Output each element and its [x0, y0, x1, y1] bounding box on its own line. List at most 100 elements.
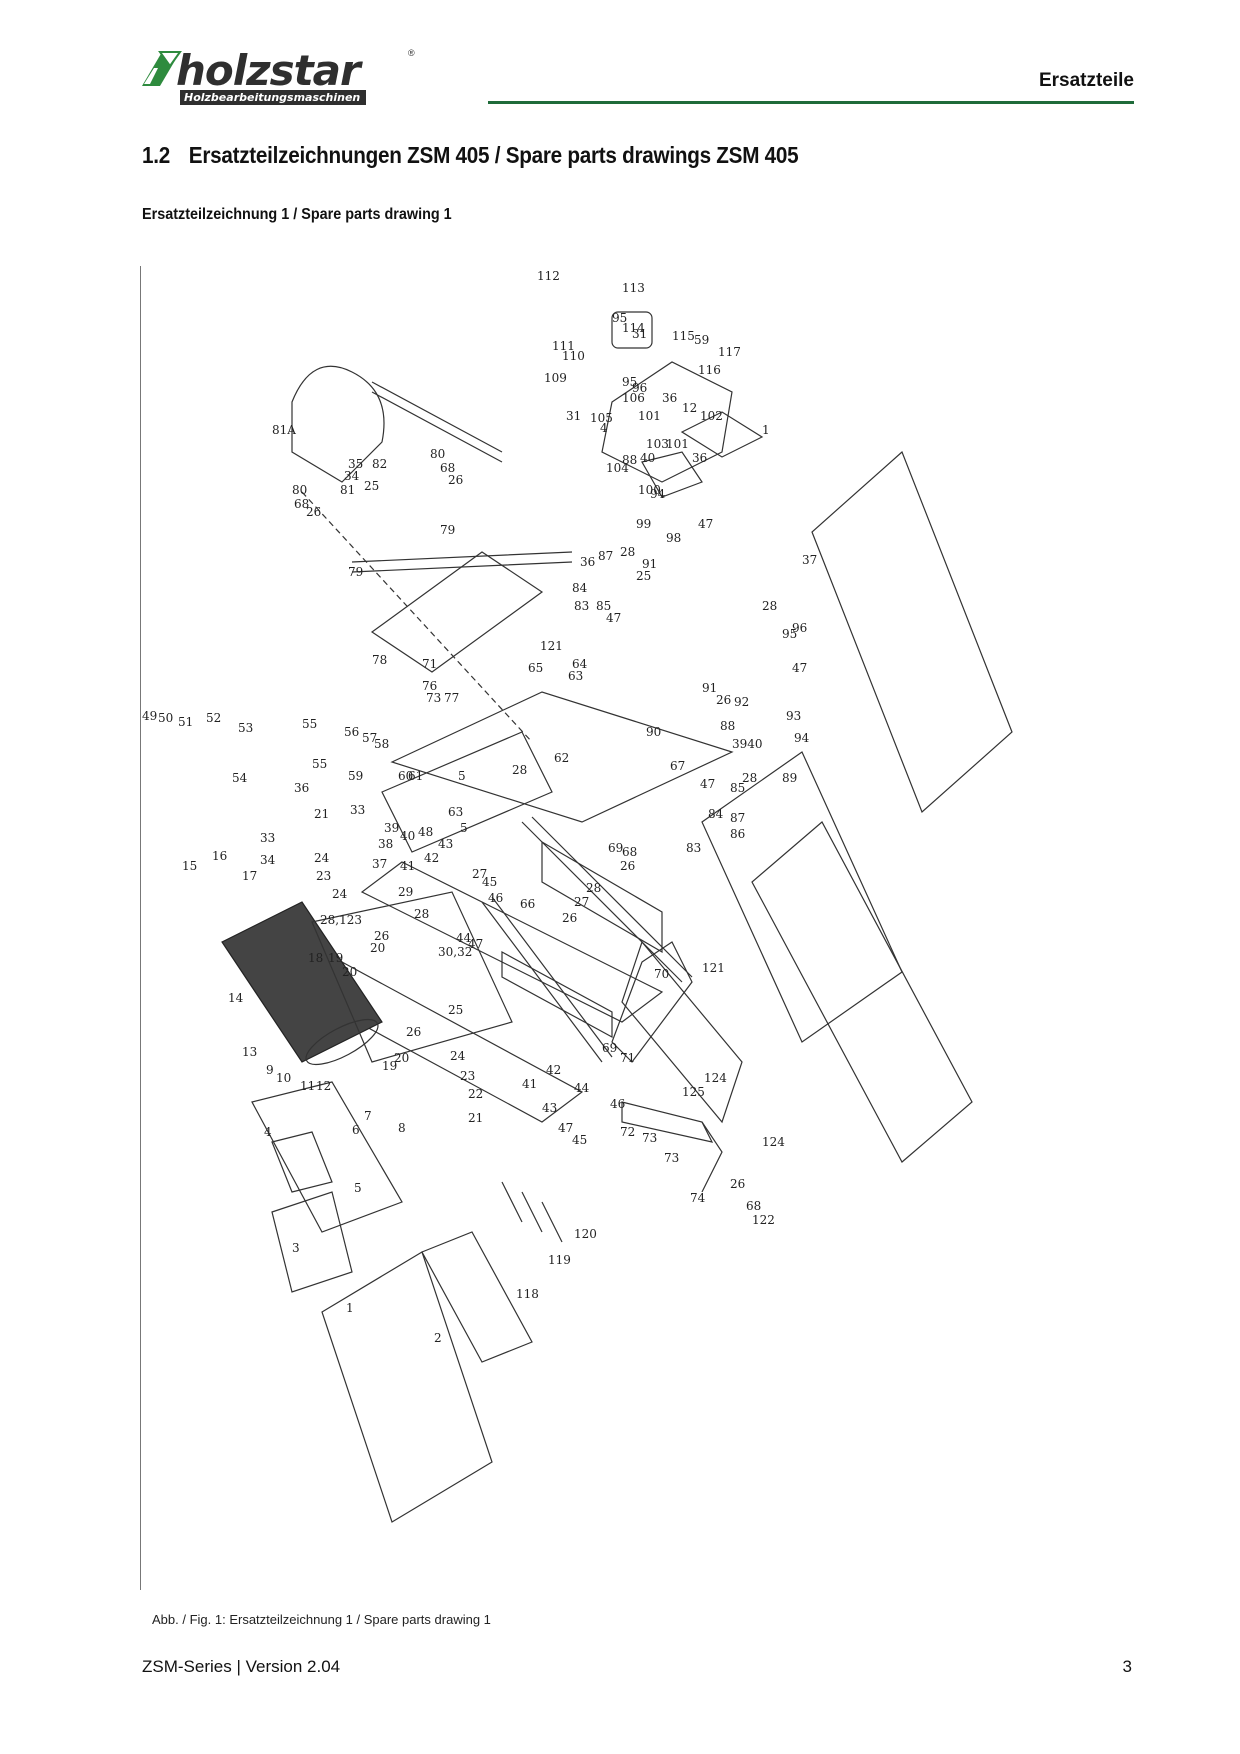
- svg-text:5: 5: [460, 821, 468, 835]
- svg-text:55: 55: [312, 757, 327, 771]
- svg-text:28: 28: [742, 771, 757, 785]
- svg-text:4: 4: [264, 1125, 272, 1139]
- svg-text:11: 11: [300, 1079, 315, 1093]
- svg-text:53: 53: [238, 721, 253, 735]
- svg-text:58: 58: [374, 737, 389, 751]
- svg-text:20: 20: [370, 941, 385, 955]
- svg-text:20: 20: [394, 1051, 409, 1065]
- svg-text:26: 26: [448, 473, 463, 487]
- svg-text:111: 111: [552, 339, 575, 353]
- svg-text:101: 101: [666, 437, 689, 451]
- svg-text:73: 73: [642, 1131, 657, 1145]
- svg-text:103: 103: [646, 437, 669, 451]
- header-section-label: Ersatzteile: [1038, 70, 1134, 91]
- svg-text:1: 1: [762, 423, 770, 437]
- svg-text:117: 117: [718, 345, 741, 359]
- svg-text:46: 46: [488, 891, 503, 905]
- svg-text:8: 8: [398, 1121, 406, 1135]
- svg-text:99: 99: [636, 517, 651, 531]
- svg-text:1: 1: [346, 1301, 354, 1315]
- svg-text:57: 57: [362, 731, 377, 745]
- svg-text:13: 13: [242, 1045, 257, 1059]
- svg-text:68: 68: [622, 845, 637, 859]
- top-table-board-shape: [811, 450, 1013, 814]
- svg-text:114: 114: [622, 321, 645, 335]
- gearbox-housing-shape: [601, 361, 733, 483]
- svg-text:91: 91: [702, 681, 717, 695]
- svg-text:15: 15: [182, 859, 197, 873]
- svg-text:51: 51: [178, 715, 193, 729]
- svg-text:83: 83: [574, 599, 589, 613]
- svg-text:94: 94: [794, 731, 810, 745]
- svg-text:56: 56: [344, 725, 359, 739]
- svg-text:68: 68: [294, 497, 309, 511]
- svg-text:36: 36: [294, 781, 309, 795]
- svg-text:22: 22: [468, 1087, 483, 1101]
- svg-text:59: 59: [348, 769, 363, 783]
- svg-text:23: 23: [316, 869, 331, 883]
- svg-text:20: 20: [342, 965, 357, 979]
- svg-text:94: 94: [650, 487, 666, 501]
- svg-text:68: 68: [440, 461, 455, 475]
- svg-text:98: 98: [666, 531, 681, 545]
- svg-text:21: 21: [468, 1111, 483, 1125]
- svg-text:72: 72: [620, 1125, 635, 1139]
- svg-text:4: 4: [600, 421, 608, 435]
- svg-text:26: 26: [716, 693, 731, 707]
- svg-text:91: 91: [642, 557, 657, 571]
- figure-caption: Abb. / Fig. 1: Ersatzteilzeichnung 1 / S…: [152, 1612, 491, 1627]
- svg-text:88: 88: [720, 719, 735, 733]
- svg-text:40: 40: [640, 451, 655, 465]
- svg-text:52: 52: [206, 711, 221, 725]
- svg-text:36: 36: [580, 555, 595, 569]
- svg-text:59: 59: [694, 333, 709, 347]
- header-rule: [488, 101, 1134, 104]
- svg-text:105: 105: [590, 411, 613, 425]
- svg-text:92: 92: [734, 695, 749, 709]
- svg-text:77: 77: [444, 691, 459, 705]
- svg-text:82: 82: [372, 457, 387, 471]
- svg-text:84: 84: [708, 807, 724, 821]
- svg-text:71: 71: [620, 1051, 635, 1065]
- svg-text:47: 47: [606, 611, 621, 625]
- svg-text:62: 62: [554, 751, 569, 765]
- logo-subtitle: Holzbearbeitungsmaschinen: [180, 90, 367, 105]
- svg-text:67: 67: [670, 759, 685, 773]
- svg-text:124: 124: [762, 1135, 785, 1149]
- svg-text:40: 40: [400, 829, 415, 843]
- svg-text:88: 88: [622, 453, 637, 467]
- svg-text:31: 31: [632, 327, 647, 341]
- svg-text:104: 104: [606, 461, 629, 475]
- svg-text:38: 38: [378, 837, 393, 851]
- svg-text:33: 33: [260, 831, 275, 845]
- svg-text:47: 47: [698, 517, 713, 531]
- svg-text:48: 48: [418, 825, 433, 839]
- svg-text:41: 41: [522, 1077, 537, 1091]
- svg-text:80: 80: [292, 483, 307, 497]
- svg-text:116: 116: [698, 363, 721, 377]
- svg-text:5: 5: [354, 1181, 362, 1195]
- svg-text:47: 47: [558, 1121, 573, 1135]
- svg-text:10: 10: [276, 1071, 291, 1085]
- svg-text:34: 34: [260, 853, 276, 867]
- svg-text:36: 36: [662, 391, 677, 405]
- svg-text:69: 69: [602, 1041, 617, 1055]
- svg-text:66: 66: [520, 897, 535, 911]
- svg-text:124: 124: [704, 1071, 727, 1085]
- cutter-head-cylinder: [221, 901, 383, 1066]
- svg-text:36: 36: [692, 451, 707, 465]
- motor-plate-shape: [370, 551, 544, 673]
- svg-text:35: 35: [348, 457, 363, 471]
- svg-text:60: 60: [398, 769, 413, 783]
- footer-version: ZSM-Series | Version 2.04: [142, 1657, 341, 1676]
- svg-text:24: 24: [450, 1049, 466, 1063]
- svg-text:47: 47: [792, 661, 807, 675]
- svg-text:26: 26: [374, 929, 389, 943]
- svg-text:12: 12: [682, 401, 697, 415]
- section-title-text: Ersatzteilzeichnungen ZSM 405 / Spare pa…: [188, 142, 799, 168]
- svg-text:102: 102: [700, 409, 723, 423]
- svg-text:43: 43: [438, 837, 453, 851]
- svg-text:70: 70: [654, 967, 669, 981]
- svg-text:76: 76: [422, 679, 437, 693]
